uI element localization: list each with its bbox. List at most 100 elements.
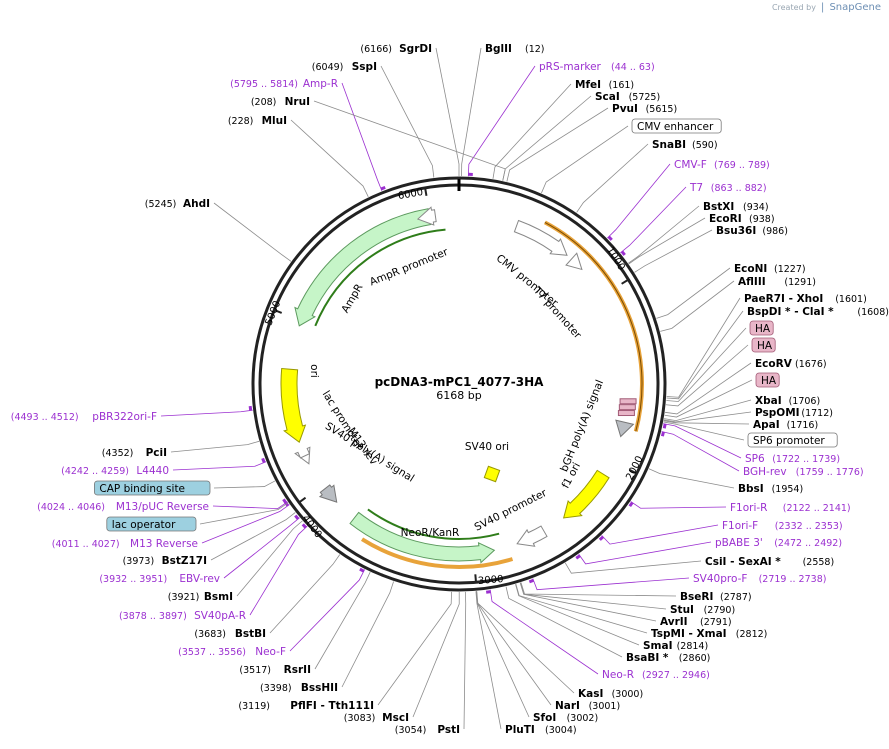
enzyme-site-label[interactable]: PluTI(3004) [505, 724, 577, 736]
enzyme-site-label[interactable]: AhdI(5245) [145, 198, 210, 210]
primer-label[interactable]: M13/pUC Reverse(4024 .. 4046) [37, 501, 209, 513]
feature-box-label[interactable]: HA [751, 337, 776, 353]
enzyme-site-label[interactable]: MfeI(161) [575, 79, 634, 91]
feature-box-label[interactable]: SP6 promoter [747, 432, 838, 448]
enzyme-site-label[interactable]: BglII(12) [485, 43, 545, 55]
feature-box-label[interactable]: CMV enhancer [631, 118, 722, 134]
enzyme-site-label[interactable]: AflIII(1291) [738, 276, 816, 288]
enzyme-site-label[interactable]: XbaI(1706) [755, 395, 820, 407]
enzyme-site-label[interactable]: StuI(2790) [670, 604, 735, 616]
label-position: (44 .. 63) [611, 62, 655, 73]
primer-label[interactable]: pBR322ori-F(4493 .. 4512) [11, 411, 157, 423]
label-position: (5615) [646, 104, 678, 115]
enzyme-site-label[interactable]: MscI (3083) [344, 712, 409, 724]
ha-tag-block [617, 410, 635, 417]
primer-binding-mark [620, 250, 626, 256]
primer-label[interactable]: T7(863 .. 882) [689, 182, 767, 194]
enzyme-site-label[interactable]: KasI(3000) [578, 688, 643, 700]
enzyme-site-label[interactable]: ScaI(5725) [595, 91, 660, 103]
enzyme-site-label[interactable]: CsiI - SexAI *(2558) [705, 556, 834, 568]
leader-line [314, 571, 371, 670]
enzyme-site-label[interactable]: SspI(6049) [312, 61, 377, 73]
enzyme-site-label[interactable]: SmaI(2814) [643, 640, 708, 652]
primer-label[interactable]: pRS-marker(44 .. 63) [539, 61, 655, 73]
primer-label[interactable]: EBV-rev(3932 .. 3951) [99, 573, 220, 585]
enzyme-site-label[interactable]: BseRI(2787) [680, 591, 752, 603]
label-name: BsaBI * [626, 652, 669, 664]
enzyme-site-label[interactable]: SfoI(3002) [533, 712, 598, 724]
label-box [755, 372, 780, 388]
primer-label[interactable]: CMV-F(769 .. 789) [674, 159, 770, 171]
label-name: BglII [485, 43, 512, 55]
enzyme-site-label[interactable]: BssHII(3398) [260, 682, 338, 694]
leader-line [665, 344, 749, 407]
enzyme-site-label[interactable]: TspMI - XmaI(2812) [651, 628, 767, 640]
primer-label[interactable]: F1ori-R(2122 .. 2141) [730, 502, 851, 514]
primer-binding-mark [294, 514, 300, 520]
enzyme-site-label[interactable]: BbsI(1954) [738, 483, 803, 495]
label-name: PciI [146, 447, 167, 459]
created-by-text: Created by [771, 3, 816, 12]
primer-label[interactable]: Amp-R(5795 .. 5814) [230, 78, 338, 90]
primer-label[interactable]: SV40pA-R(3878 .. 3897) [119, 610, 246, 622]
label-position: (4493 .. 4512) [11, 412, 79, 423]
primer-label[interactable]: SV40pro-F(2719 .. 2738) [693, 573, 826, 585]
label-name: M13 Reverse [130, 538, 198, 550]
enzyme-site-label[interactable]: AvrII(2791) [660, 616, 732, 628]
enzyme-site-label[interactable]: EcoRV(1676) [755, 358, 827, 370]
f1-ori-arrow [562, 469, 610, 519]
enzyme-site-label[interactable]: MluI(228) [228, 115, 287, 127]
label-position: (3119) [238, 701, 270, 712]
enzyme-site-label[interactable]: NarI(3001) [555, 700, 620, 712]
enzyme-site-label[interactable]: BsmI(3921) [168, 591, 233, 603]
leader-line [515, 583, 648, 634]
label-name: CAP binding site [99, 483, 185, 495]
label-position: (3083) [344, 713, 376, 724]
enzyme-site-label[interactable]: SgrDI(6166) [360, 43, 432, 55]
enzyme-site-label[interactable]: BspDI * - ClaI *(1608) [747, 306, 889, 318]
enzyme-site-label[interactable]: PflFI - Tth111I (3119) [238, 700, 374, 712]
primer-label[interactable]: F1ori-F(2332 .. 2353) [722, 520, 843, 532]
enzyme-site-label[interactable]: EcoNI(1227) [734, 263, 806, 275]
enzyme-site-label[interactable]: PvuI(5615) [612, 103, 677, 115]
tick-mark [629, 469, 638, 475]
tick-mark [474, 574, 478, 583]
feature-label: NeoR/KanR [401, 527, 460, 539]
label-box [749, 320, 774, 336]
label-position: (2860) [679, 653, 711, 664]
feature-box-label[interactable]: HA [755, 372, 780, 388]
primer-label[interactable]: pBABE 3'(2472 .. 2492) [715, 537, 842, 549]
label-name: MscI [382, 712, 409, 724]
label-position: (6166) [360, 44, 392, 55]
site-labels: SgrDI(6166) BglII(12) SspI(6049) pRS-marker… [11, 43, 889, 736]
feature-box-label[interactable]: CAP binding site [94, 480, 211, 496]
orf-outline-neo [360, 537, 514, 569]
primer-label[interactable]: Neo-R(2927 .. 2946) [602, 669, 710, 681]
label-position: (3878 .. 3897) [119, 611, 187, 622]
enzyme-site-label[interactable]: EcoRI(938) [709, 213, 775, 225]
enzyme-site-label[interactable]: ApaI(1716) [753, 419, 818, 431]
primer-label[interactable]: L4440(4242 .. 4259) [61, 465, 169, 477]
primer-label[interactable]: SP6(1722 .. 1739) [745, 453, 840, 465]
enzyme-site-label[interactable]: BstXI(934) [703, 201, 769, 213]
enzyme-site-label[interactable]: BstZ17I(3973) [123, 555, 207, 567]
enzyme-site-label[interactable]: PstI(3054) [395, 724, 460, 736]
label-name: SP6 [745, 453, 765, 465]
enzyme-site-label[interactable]: PaeR7I - XhoI(1601) [744, 293, 867, 305]
enzyme-site-label[interactable]: Bsu36I(986) [716, 225, 788, 237]
enzyme-site-label[interactable]: BsaBI * (2860) [626, 652, 710, 664]
enzyme-site-label[interactable]: PciI(4352) [102, 447, 167, 459]
feature-box-label[interactable]: lac operator [106, 516, 197, 532]
feature-box-label[interactable]: HA [749, 320, 774, 336]
primer-label[interactable]: M13 Reverse(4011 .. 4027) [52, 538, 198, 550]
enzyme-site-label[interactable]: PspOMI(1712) [755, 407, 833, 419]
leader-line [664, 399, 752, 421]
enzyme-site-label[interactable]: SnaBI(590) [652, 139, 718, 151]
label-name: SnaBI [652, 139, 686, 151]
enzyme-site-label[interactable]: BstBI(3683) [194, 628, 266, 640]
primer-label[interactable]: BGH-rev(1759 .. 1776) [743, 466, 864, 478]
primer-label[interactable]: Neo-F(3537 .. 3556) [178, 646, 286, 658]
enzyme-site-label[interactable]: NruI(208) [251, 96, 310, 108]
enzyme-site-label[interactable]: RsrII(3517) [239, 664, 311, 676]
label-name: PflFI - Tth111I [290, 700, 374, 712]
